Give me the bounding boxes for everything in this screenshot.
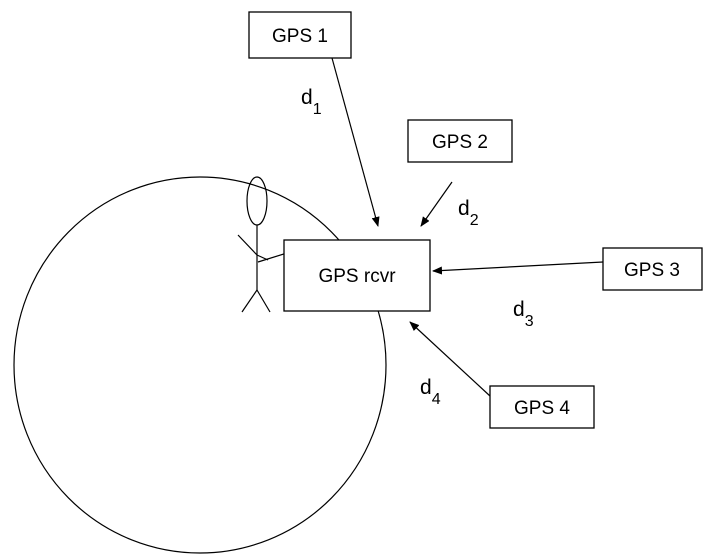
distance-label-d3: d3: [513, 298, 534, 330]
distance-base: d: [513, 298, 525, 321]
distance-subscript: 3: [525, 313, 534, 330]
satellite-label: GPS 3: [624, 260, 680, 281]
arrow-gps2: [421, 182, 452, 226]
distance-subscript: 2: [470, 212, 479, 229]
distance-label-d4: d4: [420, 376, 441, 408]
distance-base: d: [458, 197, 470, 220]
distance-base: d: [301, 86, 313, 109]
satellite-gps2: GPS 2: [408, 120, 512, 162]
receiver-box: GPS rcvr: [284, 240, 430, 311]
range-circle: [14, 177, 386, 553]
satellite-gps4: GPS 4: [490, 386, 594, 428]
arrow-gps1: [332, 58, 378, 226]
arrow-gps3: [433, 262, 603, 271]
distance-subscript: 1: [313, 101, 322, 118]
distance-subscript: 4: [432, 391, 441, 408]
satellite-label: GPS 2: [432, 132, 488, 153]
satellite-label: GPS 1: [272, 26, 328, 47]
distance-base: d: [420, 376, 432, 399]
person-figure: [238, 177, 287, 312]
distance-label-d1: d1: [301, 86, 322, 118]
satellite-gps1: GPS 1: [249, 12, 351, 58]
satellite-gps3: GPS 3: [603, 248, 702, 290]
receiver-label: GPS rcvr: [318, 266, 396, 287]
distance-label-d2: d2: [458, 197, 479, 229]
satellite-label: GPS 4: [514, 398, 570, 419]
